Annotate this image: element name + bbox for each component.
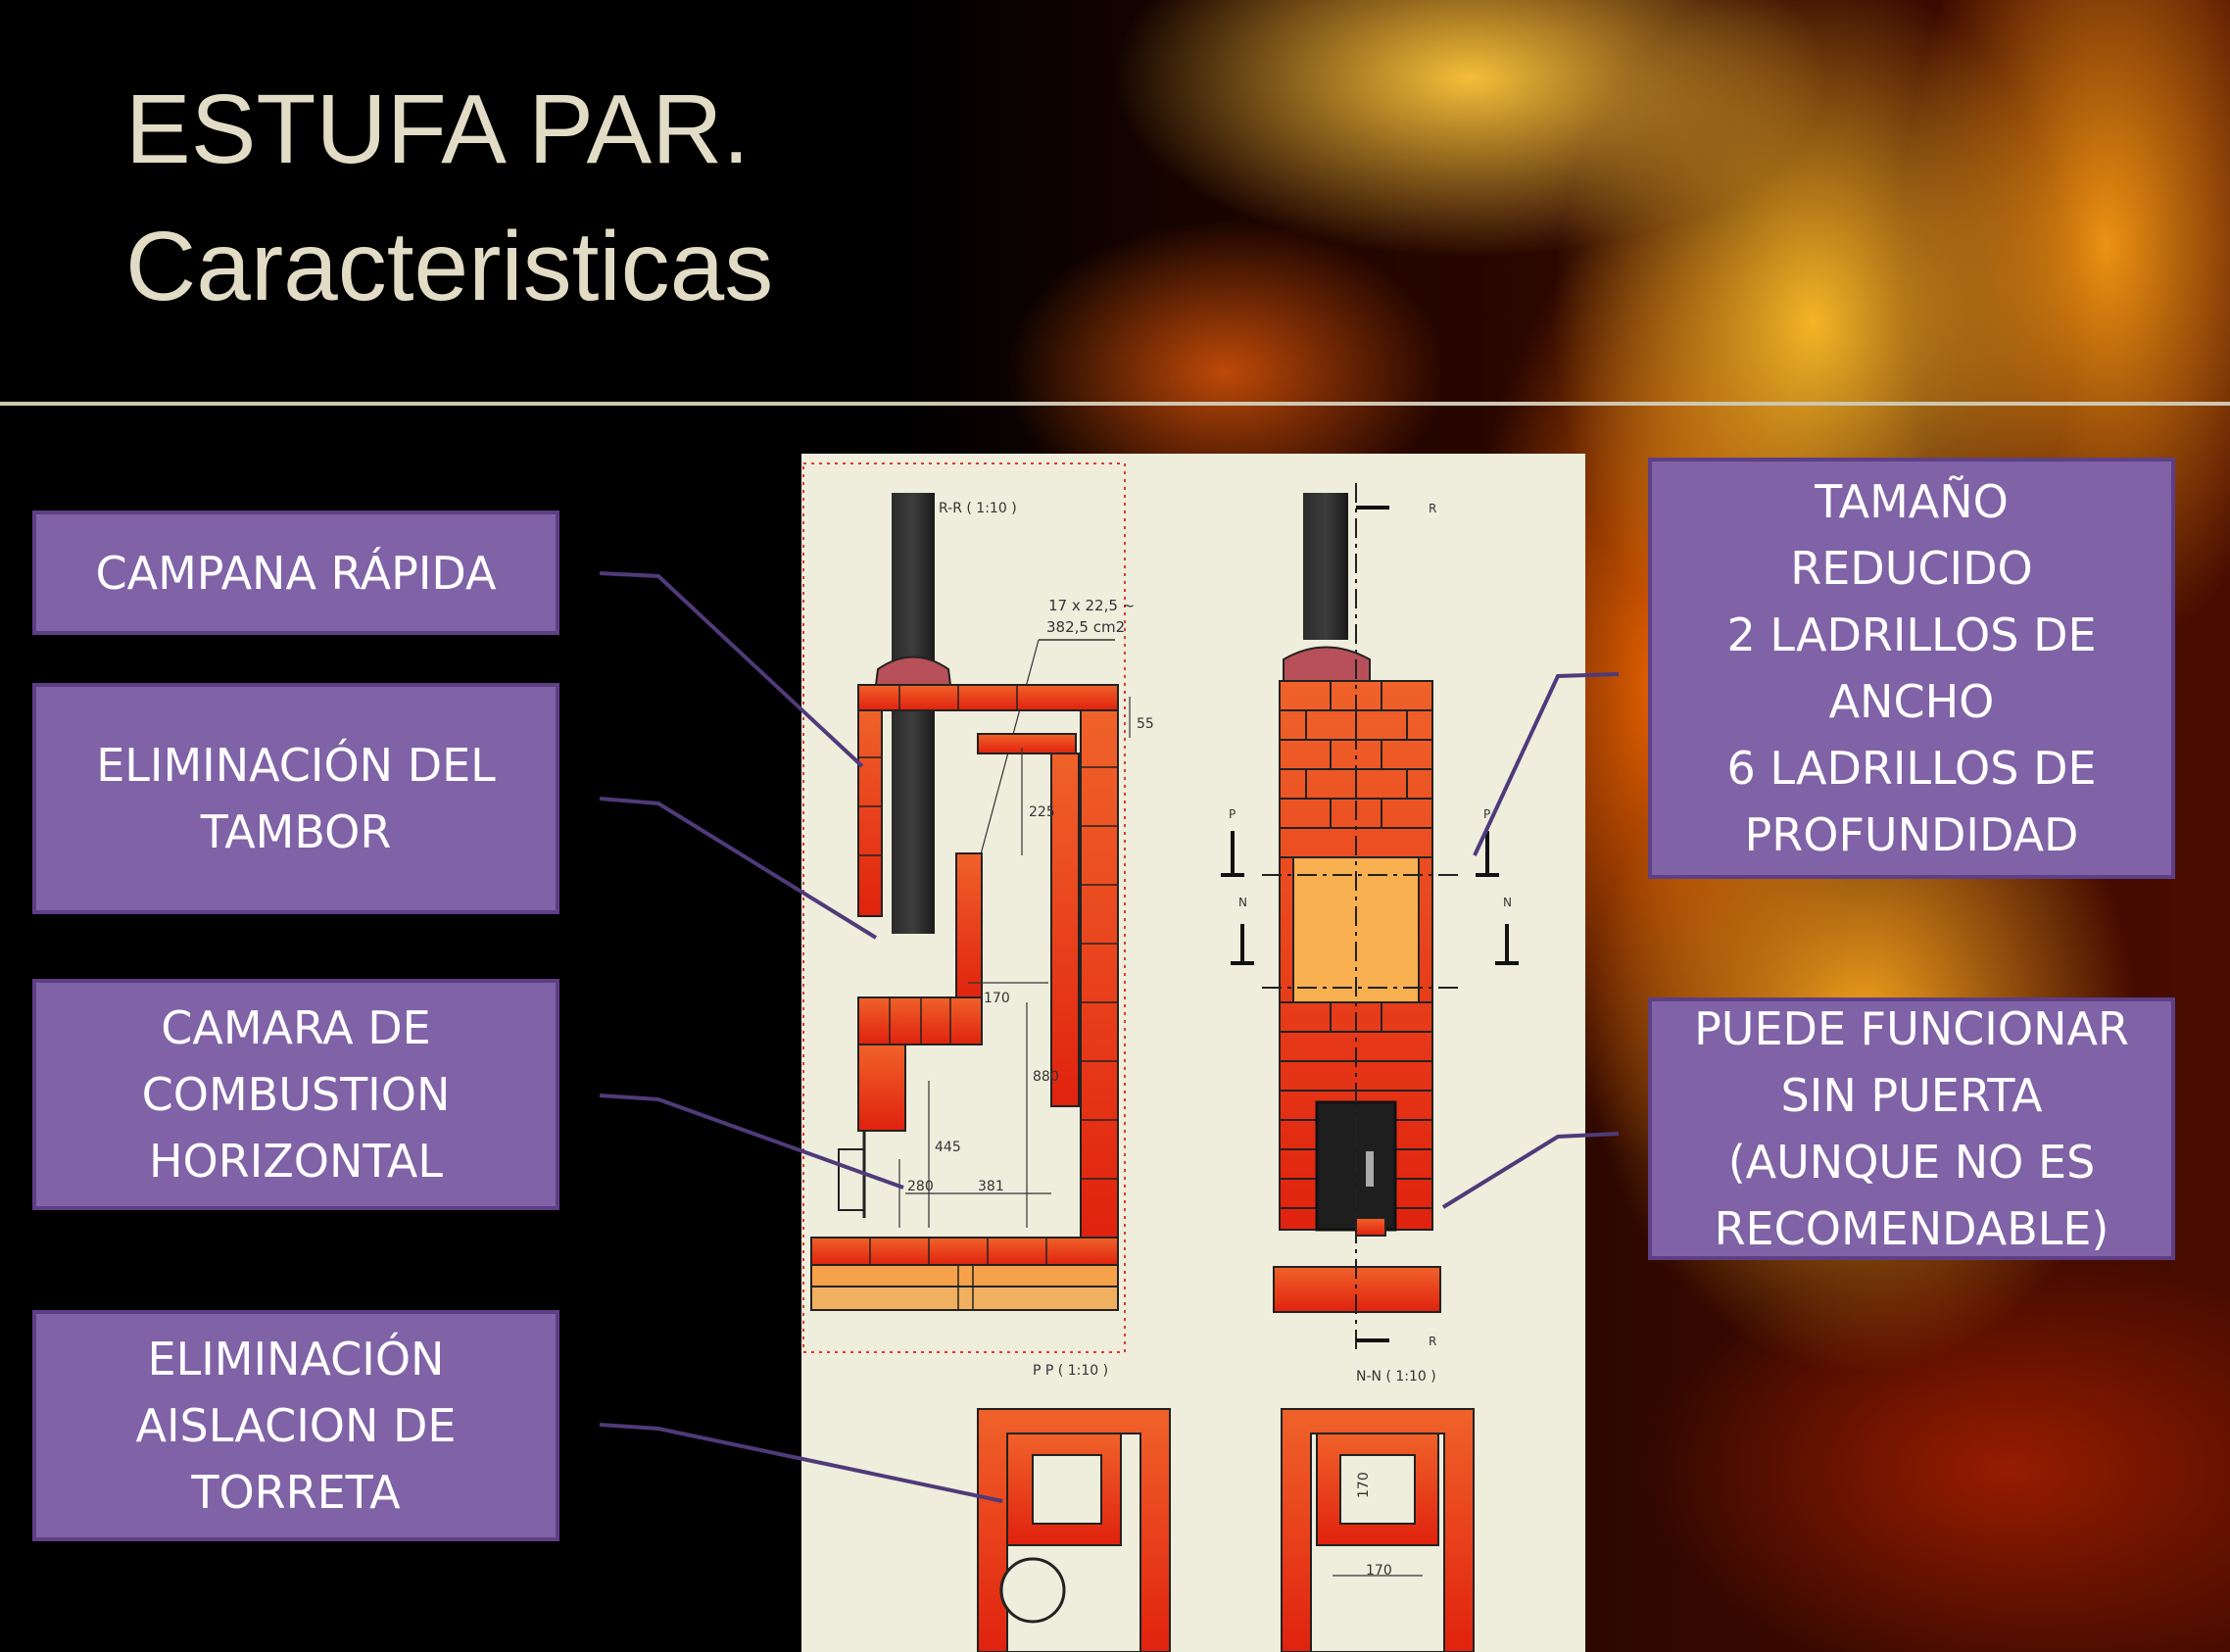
pipe-collar-front	[1283, 646, 1371, 682]
right-wall	[1080, 709, 1119, 1240]
inner-step	[955, 852, 983, 1001]
dimension-label: 170	[1356, 1472, 1372, 1498]
dimension-label: 170	[1366, 1563, 1392, 1579]
slide-title: ESTUFA PAR.	[125, 74, 751, 184]
dimension-label: 55	[1137, 716, 1154, 732]
section-mark: P	[1483, 807, 1490, 821]
dimension-label: 381	[978, 1179, 1004, 1194]
dimension-label: 445	[935, 1140, 961, 1155]
label-line: TAMAÑO	[1815, 475, 2009, 528]
flue-note: 382,5 cm2	[1046, 618, 1125, 636]
base-row	[810, 1264, 1119, 1288]
label-line: SIN PUERTA	[1780, 1069, 2043, 1122]
label-line: HORIZONTAL	[148, 1135, 444, 1188]
section-mark: N	[1503, 896, 1512, 909]
dimension-lines	[898, 697, 1131, 1228]
title-divider	[0, 402, 2230, 406]
label-line: ANCHO	[1828, 675, 1995, 728]
front-wall	[857, 1044, 906, 1132]
slide-subtitle: Caracteristicas	[125, 212, 774, 321]
section-mark: P	[1229, 807, 1236, 821]
door	[838, 1148, 865, 1211]
label-line: (AUNQUE NO ES	[1727, 1136, 2096, 1189]
dimension-label: 225	[1029, 804, 1055, 820]
label-eliminacion-tambor: ELIMINACIÓN DEL TAMBOR	[32, 683, 559, 914]
label-line: RECOMENDABLE)	[1714, 1202, 2109, 1255]
section-rr-label: R-R ( 1:10 )	[939, 501, 1017, 516]
label-line: REDUCIDO	[1790, 542, 2033, 595]
label-line: ELIMINACIÓN DEL	[96, 739, 496, 792]
label-line: COMBUSTION	[141, 1068, 451, 1121]
label-campana-rapida: CAMPANA RÁPIDA	[32, 510, 559, 635]
chimney-pipe	[892, 493, 935, 934]
stove-technical-drawing: R-R ( 1:10 ) 17 x 22,5 ~ 382,5 cm2	[801, 454, 1585, 1652]
flue-note: 17 x 22,5 ~	[1048, 597, 1135, 614]
label-line: 6 LADRILLOS DE	[1726, 742, 2097, 795]
base-row	[810, 1286, 1119, 1311]
label-camara-combustion: CAMARA DE COMBUSTION HORIZONTAL	[32, 979, 559, 1210]
dimension-label: 280	[907, 1179, 934, 1194]
label-line: PUEDE FUNCIONAR	[1694, 1002, 2129, 1055]
dimension-label: 170	[984, 991, 1010, 1006]
inner-wall	[1050, 753, 1080, 1107]
plan-pp-pipe	[999, 1557, 1066, 1624]
label-line: CAMARA DE	[161, 1001, 431, 1054]
section-nn-label: N-N ( 1:10 )	[1356, 1369, 1436, 1385]
label-line: TORRETA	[191, 1466, 401, 1519]
left-wall	[857, 709, 883, 917]
base-row	[810, 1237, 1119, 1266]
section-mark: R	[1429, 1335, 1436, 1348]
plan-nn-flue	[1339, 1454, 1416, 1525]
drawing-svg: R-R ( 1:10 ) 17 x 22,5 ~ 382,5 cm2	[802, 462, 1519, 1652]
label-line: AISLACION DE	[135, 1399, 457, 1452]
label-line: 2 LADRILLOS DE	[1726, 608, 2097, 661]
label-line: PROFUNDIDAD	[1744, 808, 2079, 861]
plan-pp-flue	[1032, 1454, 1102, 1525]
combustion-top	[857, 996, 983, 1045]
pipe-collar	[874, 656, 952, 686]
section-markers	[1221, 506, 1519, 1342]
door-sill	[1355, 1217, 1386, 1237]
section-mark: R	[1429, 502, 1436, 515]
inner-shelf	[977, 733, 1077, 754]
label-funcionar-sin-puerta: PUEDE FUNCIONAR SIN PUERTA (AUNQUE NO ES…	[1648, 997, 2175, 1260]
dimension-label: 880	[1033, 1069, 1059, 1085]
label-line: TAMBOR	[200, 805, 392, 858]
label-eliminacion-aislacion: ELIMINACIÓN AISLACION DE TORRETA	[32, 1310, 559, 1541]
label-tamano-reducido: TAMAÑO REDUCIDO 2 LADRILLOS DE ANCHO 6 L…	[1648, 458, 2175, 879]
door-handle	[1366, 1151, 1374, 1187]
label-line: ELIMINACIÓN	[147, 1333, 445, 1385]
label-line: CAMPANA RÁPIDA	[95, 546, 497, 600]
section-mark: N	[1238, 896, 1247, 909]
section-pp-label: P P ( 1:10 )	[1033, 1363, 1108, 1379]
top-slab	[857, 684, 1119, 711]
chimney-pipe-front	[1303, 493, 1348, 640]
